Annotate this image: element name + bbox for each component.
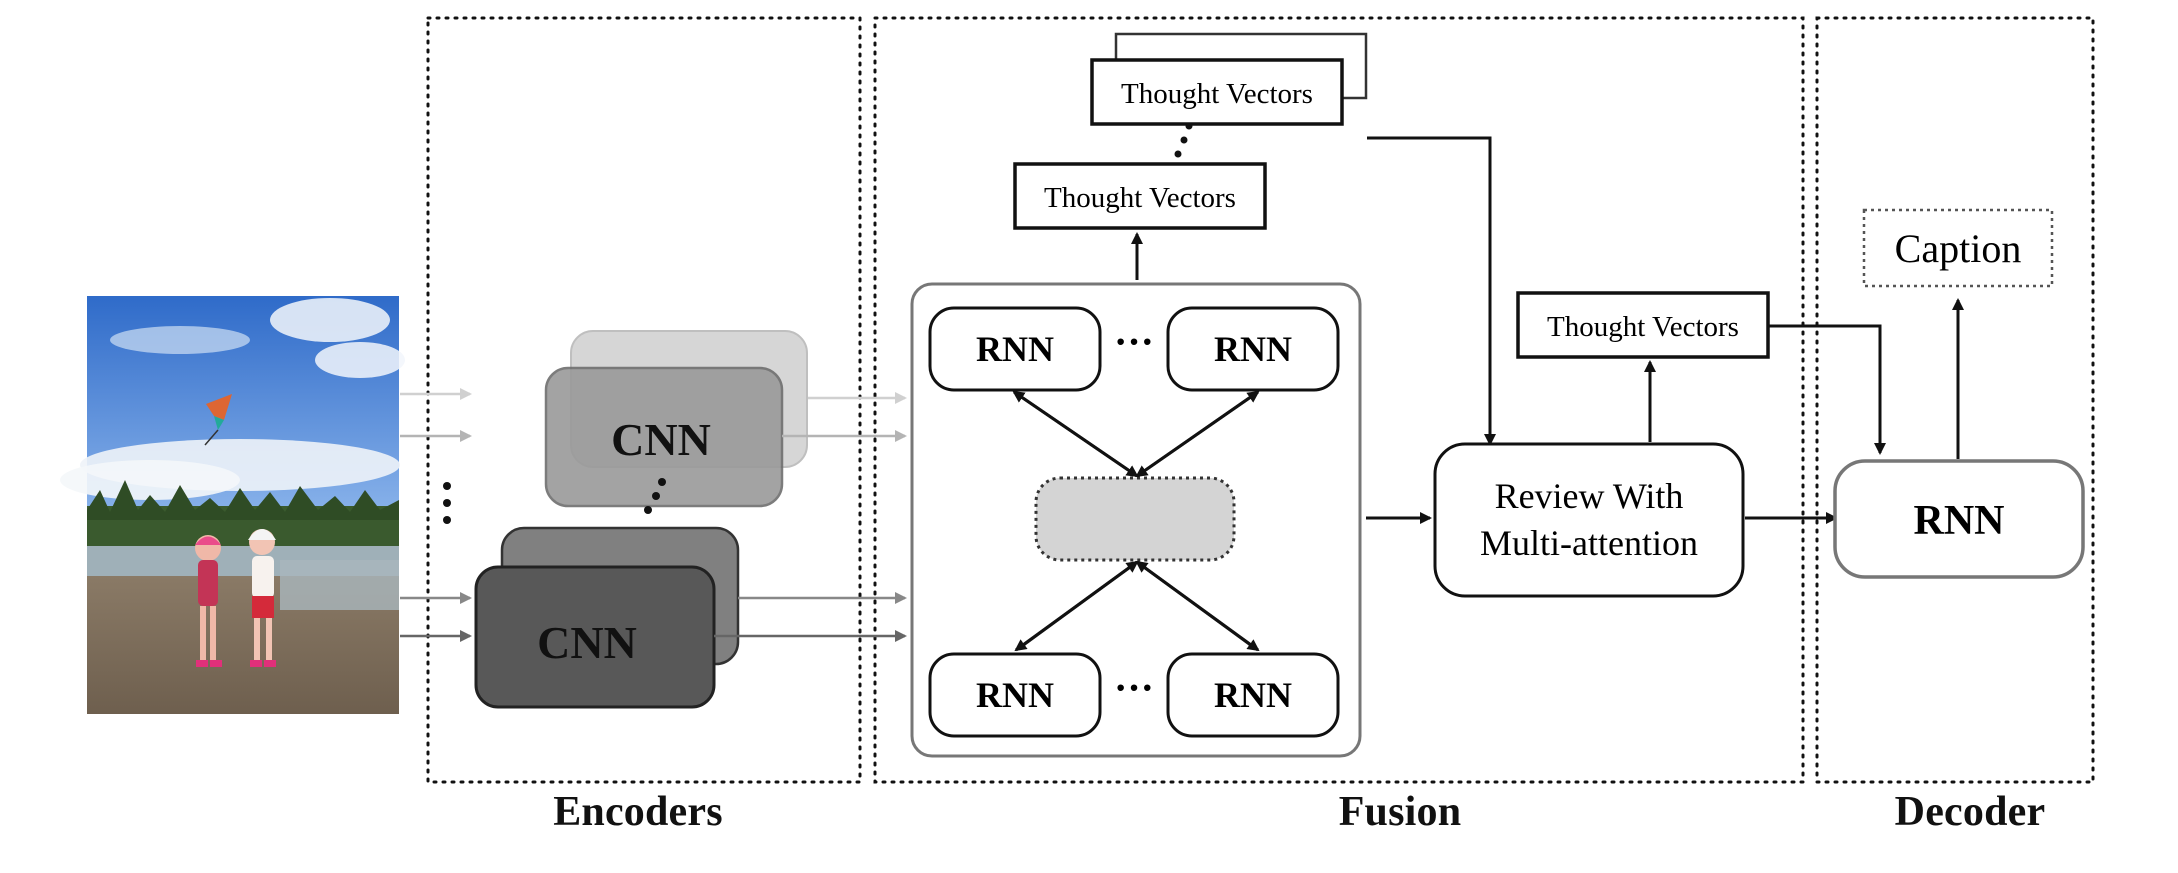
fusion-center-node (1034, 476, 1236, 562)
caption-label: Caption (1895, 226, 2022, 271)
input-photo (60, 296, 405, 714)
thought-vectors-review-box (1516, 291, 1770, 359)
rnn-bottom-left (928, 652, 1102, 738)
arrow-thought-to-review (1367, 136, 1496, 446)
thought-vectors-ellipsis (1174, 122, 1193, 158)
review-box (1433, 442, 1745, 598)
review-line2: Multi-attention (1480, 523, 1698, 563)
rnn-bottom-right (1166, 652, 1340, 738)
rnn-top-right-label: RNN (1214, 329, 1292, 369)
thought-vectors-stack-bottom-label: Thought Vectors (1044, 182, 1236, 214)
cnn-to-fusion-arrows (714, 392, 907, 642)
thought-vectors-review-label: Thought Vectors (1547, 311, 1739, 343)
rnn-top-left (928, 306, 1102, 392)
rnn-bottom-dots: ··· (1114, 665, 1154, 710)
fusion-bidirectional-arrows (1012, 390, 1260, 652)
section-label-decoder: Decoder (1894, 789, 2046, 835)
rnn-top-dots: ··· (1114, 319, 1154, 364)
decoder-frame (1815, 16, 2095, 784)
cnn-bottom-label: CNN (537, 617, 637, 668)
photo-ellipsis (443, 482, 451, 524)
encoders-frame (426, 16, 862, 784)
section-label-fusion: Fusion (1338, 789, 1462, 835)
caption-box (1862, 208, 2054, 288)
cnn-top-label: CNN (611, 414, 711, 465)
arrow-thought-to-decoder (1768, 324, 1886, 455)
thought-vectors-stack-top-label: Thought Vectors (1121, 78, 1313, 110)
decoder-rnn-box (1833, 459, 2085, 579)
rnn-bottom-right-label: RNN (1214, 675, 1292, 715)
fusion-rnn-boxes: RNN RNN ··· RNN RNN ··· (928, 306, 1340, 738)
rnn-bottom-left-label: RNN (976, 675, 1054, 715)
rnn-top-left-label: RNN (976, 329, 1054, 369)
cnn-bottom-stack: CNN (474, 526, 740, 709)
rnn-top-right (1166, 306, 1340, 392)
thought-vectors-stack: Thought Vectors Thought Vectors (1013, 32, 1368, 230)
section-label-encoders: Encoders (553, 789, 723, 835)
review-line1: Review With (1495, 476, 1684, 516)
section-frames (426, 16, 2095, 784)
photo-to-cnn-arrows (400, 388, 472, 642)
decoder-rnn-label: RNN (1914, 498, 2005, 544)
cnn-top-stack: CNN (544, 330, 808, 508)
cnn-ellipsis (644, 478, 666, 514)
